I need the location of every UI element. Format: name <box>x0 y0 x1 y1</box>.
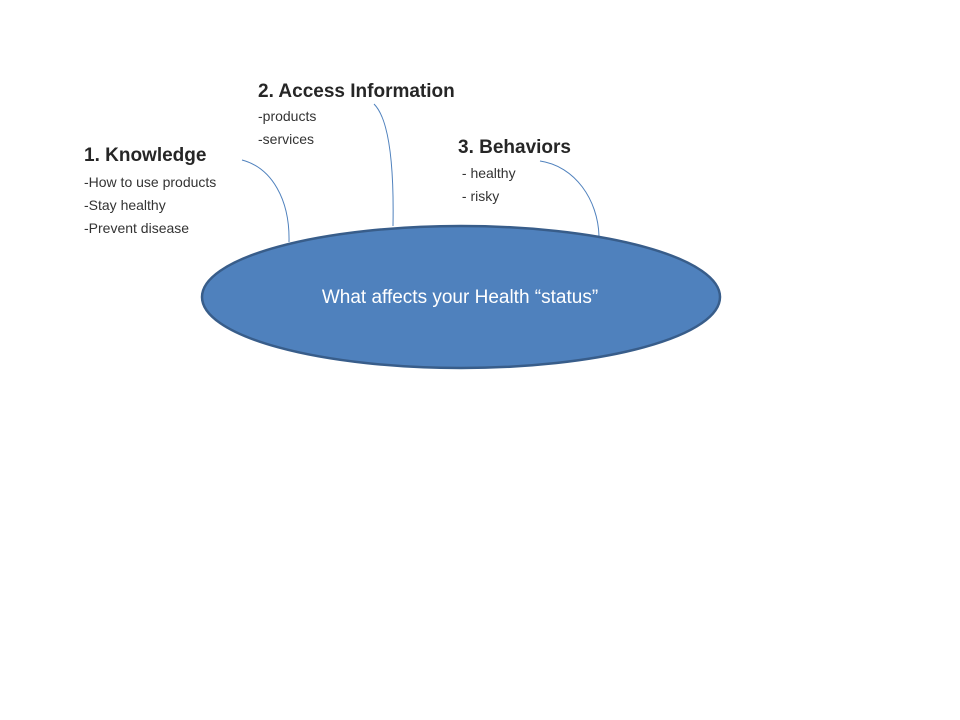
behaviors-item: - risky <box>458 188 500 204</box>
behaviors-connector-line <box>539 160 600 237</box>
access-information-item: -services <box>258 131 315 147</box>
health-status-label: What affects your Health “status” <box>321 287 599 308</box>
knowledge-callout: 1. Knowledge -How to use products -Stay … <box>84 144 216 240</box>
access-connector-line <box>373 103 394 227</box>
knowledge-title: 1. Knowledge <box>84 145 207 166</box>
access-information-callout: 2. Access Information -products -service… <box>258 80 455 151</box>
behaviors-item: - healthy <box>458 165 516 181</box>
behaviors-callout: 3. Behaviors - healthy - risky <box>458 136 571 208</box>
knowledge-item: -How to use products <box>84 174 217 190</box>
access-information-item: -products <box>258 108 317 124</box>
knowledge-connector-line <box>241 159 290 243</box>
health-status-ellipse <box>200 224 722 370</box>
knowledge-item: -Stay healthy <box>84 197 166 213</box>
knowledge-item: -Prevent disease <box>84 220 190 236</box>
behaviors-title: 3. Behaviors <box>458 137 571 158</box>
access-information-title: 2. Access Information <box>258 81 455 102</box>
